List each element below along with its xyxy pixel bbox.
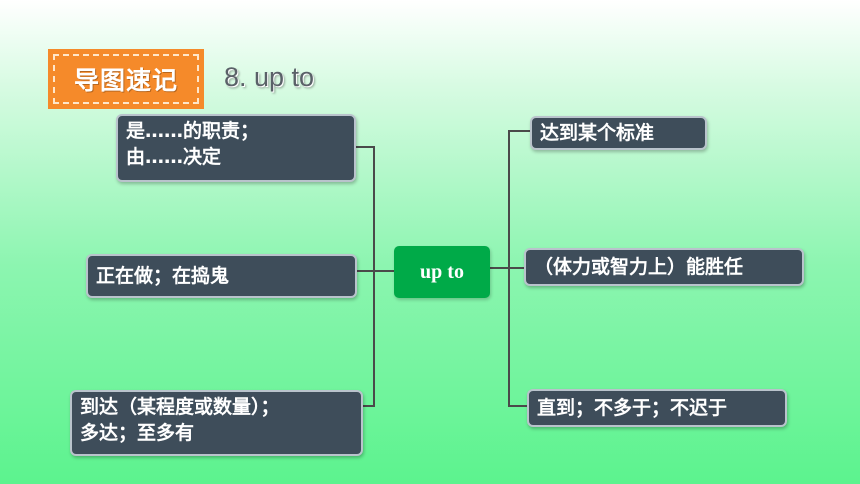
badge-dashed-border: 导图速记 [53,54,199,104]
left-node-1: 是……的职责； 由……决定 [116,114,356,182]
center-node: up to [394,246,490,298]
left-node-1-line-2: 由……决定 [126,146,222,168]
right-node-3-line-1: 直到；不多于；不迟于 [537,397,728,419]
left-node-3: 到达（某程度或数量）； 多达；至多有 [70,390,363,456]
title-badge: 导图速记 [48,49,204,109]
right-node-1-line-1: 达到某个标准 [540,122,655,144]
left-node-3-line-2: 多达；至多有 [80,422,195,444]
left-node-3-line-1: 到达（某程度或数量）； [80,396,280,418]
right-node-3: 直到；不多于；不迟于 [527,389,787,427]
left-bracket-line [355,146,375,407]
left-node-2-line-1: 正在做；在捣鬼 [96,265,230,287]
right-node-1: 达到某个标准 [530,116,707,150]
left-node-2: 正在做；在捣鬼 [86,254,357,298]
left-node-1-line-1: 是……的职责； [126,120,260,142]
right-node-2: （体力或智力上）能胜任 [524,248,804,286]
right-node-2-line-1: （体力或智力上）能胜任 [534,256,744,278]
badge-label: 导图速记 [73,66,178,95]
section-title: 8. up to [224,62,315,92]
